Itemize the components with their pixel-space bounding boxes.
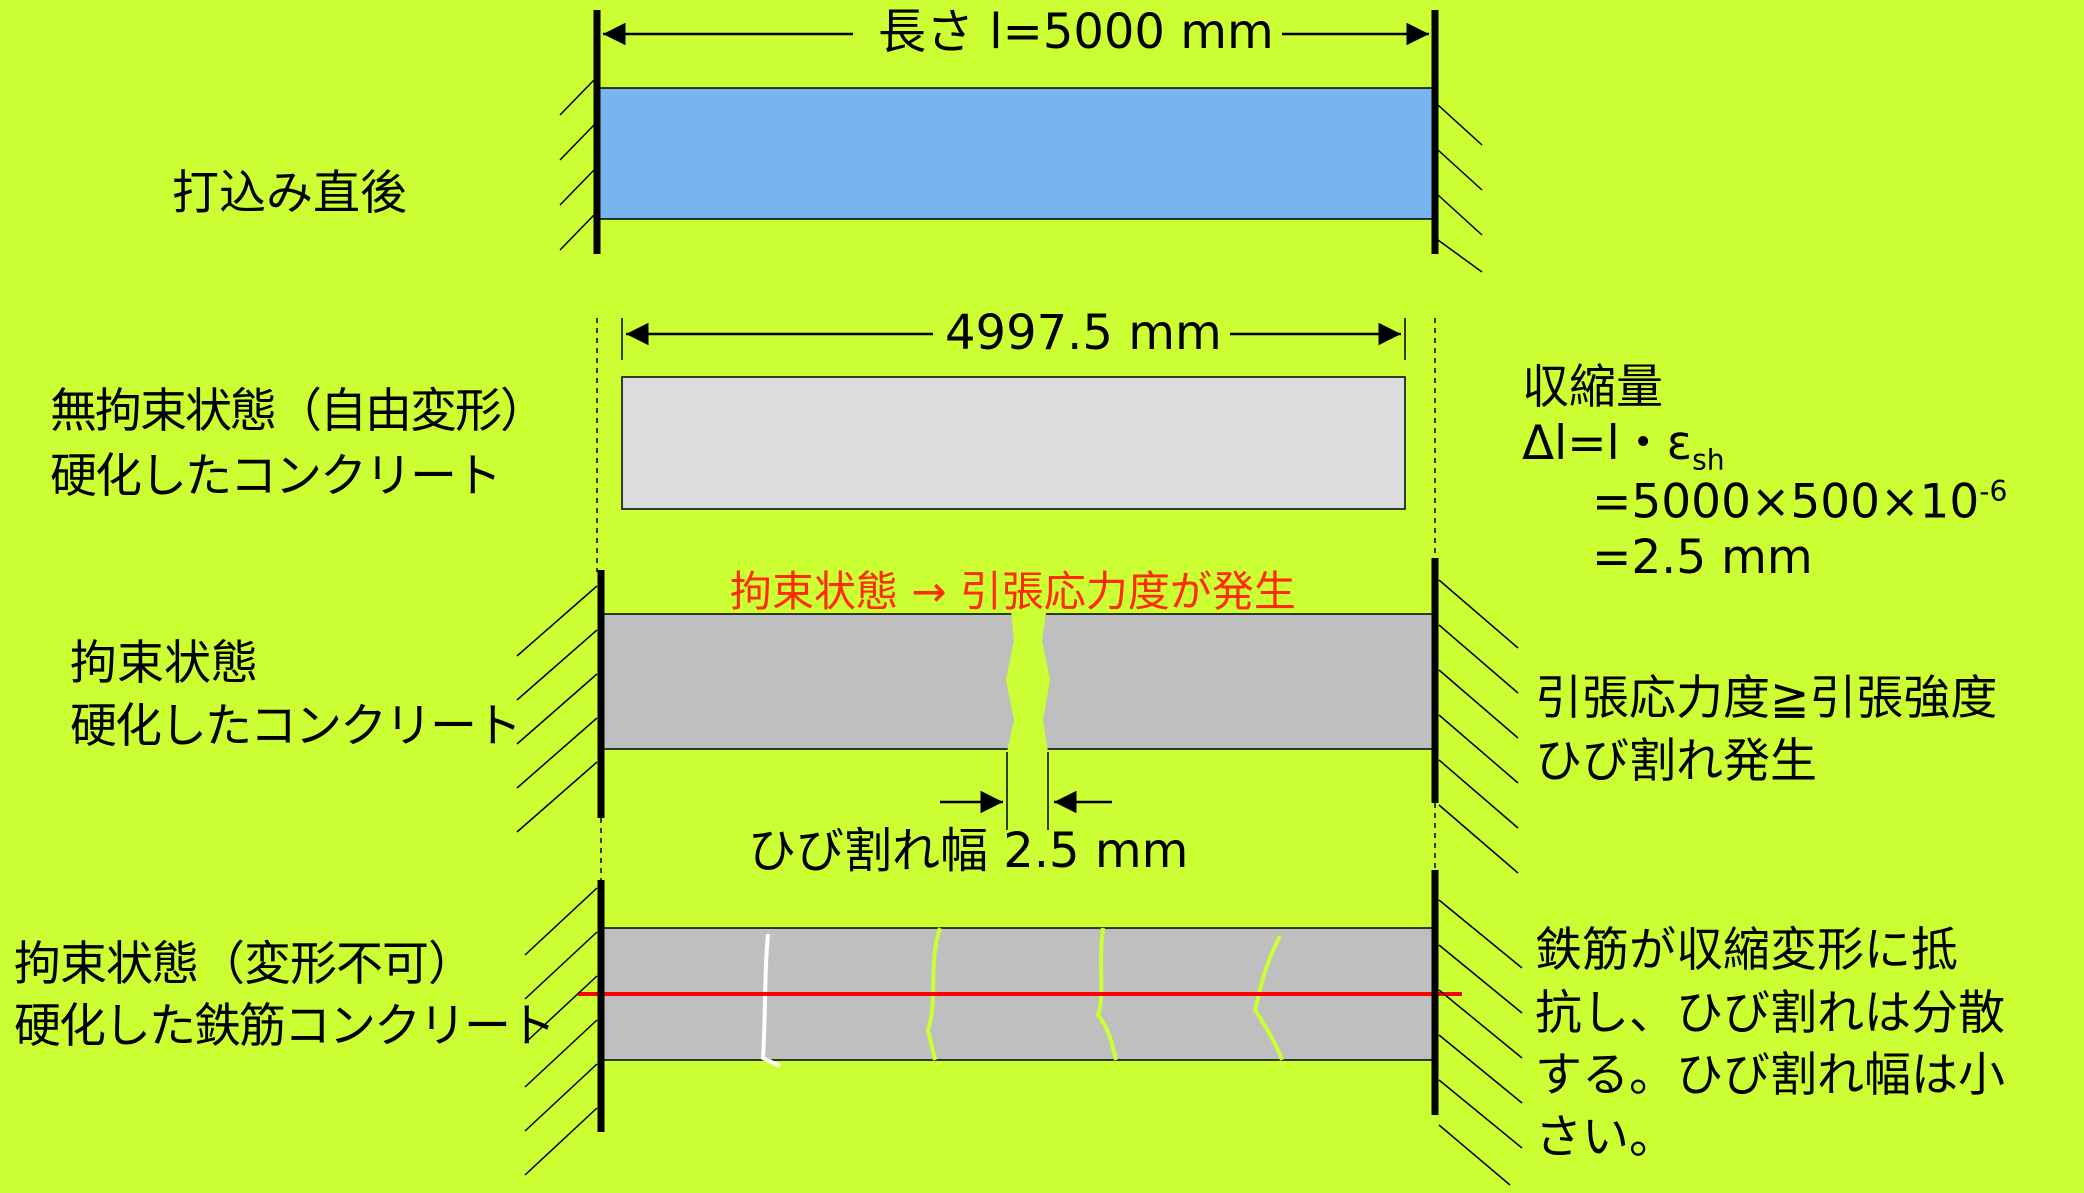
- row-label-restrained-rc-line2: 硬化した鉄筋コンクリート: [14, 999, 556, 1054]
- free-concrete-bar: [621, 376, 1406, 510]
- crack-3: [1252, 935, 1284, 1061]
- right-hatch-3: [1438, 579, 1519, 874]
- left-hatch-1: [559, 79, 595, 251]
- rebar-note-line4: さい。: [1535, 1110, 1676, 1165]
- crack-condition-line1: 引張応力度≧引張強度: [1535, 671, 1998, 726]
- row-label-just-after-casting: 打込み直後: [172, 166, 407, 221]
- rebar-note-line2: 抗し、ひび割れは分散: [1535, 986, 2005, 1041]
- right-hatch-4: [1438, 899, 1523, 1186]
- shrinkage-calc: =5000×500×10-6: [1592, 475, 2008, 525]
- crack-white: [760, 933, 781, 1068]
- shrinkage-title: 収縮量: [1522, 360, 1663, 415]
- crack-condition-line2: ひび割れ発生: [1535, 734, 1817, 789]
- row-label-restrained-line2: 硬化したコンクリート: [70, 699, 522, 754]
- left-hatch-4: [524, 887, 598, 1176]
- shrinkage-calc-base: =5000×500×10: [1592, 474, 1980, 530]
- row-label-unrestrained-line1: 無拘束状態（自由変形）: [50, 384, 547, 439]
- shrinkage-formula-subscript: sh: [1692, 443, 1725, 477]
- shrinkage-calc-exponent: -6: [1979, 475, 2008, 508]
- row-label-unrestrained-line2: 硬化したコンクリート: [50, 449, 502, 504]
- row-label-restrained-rc-line1: 拘束状態（変形不可）: [14, 937, 475, 992]
- shrinkage-result: =2.5 mm: [1592, 530, 1813, 585]
- crack-1: [925, 927, 942, 1061]
- rebar-note-line1: 鉄筋が収縮変形に抵: [1535, 923, 1958, 978]
- crack-2: [1095, 927, 1118, 1061]
- left-hatch-3: [516, 585, 598, 833]
- crack-gap: [1006, 600, 1050, 752]
- shrinkage-formula-main: Δl=l・ε: [1522, 416, 1693, 471]
- rebar-note-line3: する。ひび割れ幅は小: [1535, 1048, 2005, 1103]
- free-length-label: 4997.5 mm: [945, 305, 1222, 361]
- shrinkage-formula: Δl=l・εsh: [1522, 420, 1725, 475]
- fresh-concrete-bar: [596, 87, 1436, 220]
- tension-note: 拘束状態 → 引張応力度が発生: [730, 567, 1296, 616]
- right-hatch-1: [1437, 104, 1483, 273]
- length-label: 長さ l=5000 mm: [878, 4, 1274, 60]
- crack-width-label: ひび割れ幅 2.5 mm: [748, 823, 1189, 879]
- row-label-restrained-line1: 拘束状態: [70, 636, 258, 691]
